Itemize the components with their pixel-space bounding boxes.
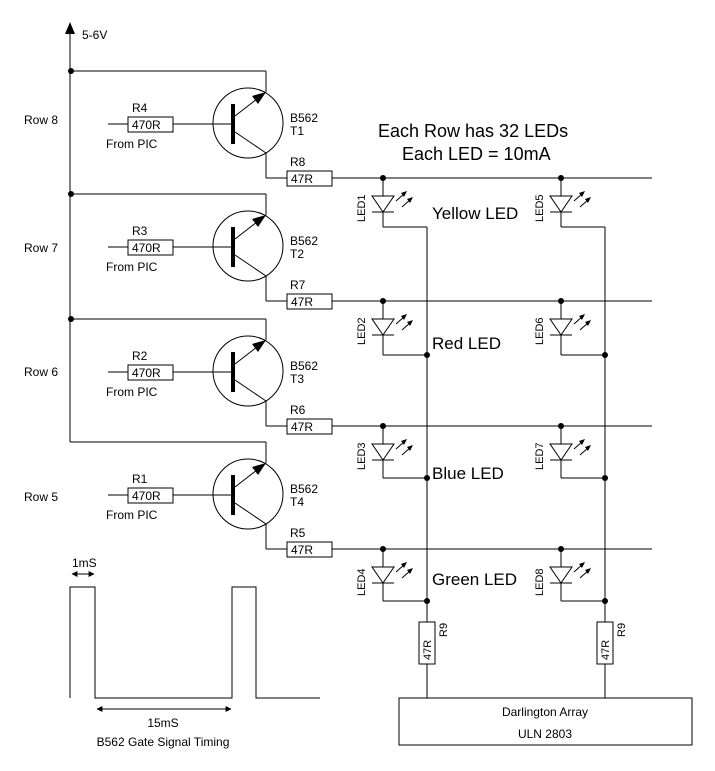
transistor-type: B562: [290, 234, 318, 248]
svg-text:47R: 47R: [422, 640, 434, 660]
collector-resistor-ref: R5: [290, 526, 306, 540]
led-cell-2: LED2: [356, 298, 430, 358]
svg-text:47R: 47R: [291, 295, 313, 309]
pulse-width-label: 1mS: [72, 556, 97, 570]
pnp-transistor-icon: [212, 87, 284, 159]
svg-text:470R: 470R: [132, 489, 161, 503]
led-ref: LED6: [534, 317, 546, 345]
led-icon: [371, 318, 395, 336]
pnp-transistor-icon: [212, 210, 284, 282]
gate-timing-diagram: 1mS 15mS B562 Gate Signal Timing: [69, 556, 320, 749]
led-cell-1: LED1: [356, 175, 427, 228]
led-icon: [549, 443, 573, 461]
column-resistor-right: 47R R9: [596, 621, 628, 698]
collector-resistor-ref: R7: [290, 278, 306, 292]
svg-text:ULN 2803: ULN 2803: [518, 727, 572, 741]
transistor-ref: T3: [290, 372, 304, 386]
svg-text:47R: 47R: [600, 640, 612, 660]
led-ref: LED1: [356, 194, 368, 222]
transistor-stage-row-7: Row 7 470R R3 From PIC B562 T2 47R R7: [24, 191, 652, 310]
transistor-type: B562: [290, 359, 318, 373]
timing-waveform: [69, 586, 320, 699]
info-line-1: Each Row has 32 LEDs: [378, 121, 568, 141]
info-line-2: Each LED = 10mA: [402, 144, 551, 164]
row-label: Row 5: [24, 490, 58, 504]
timing-caption: B562 Gate Signal Timing: [97, 735, 230, 749]
led-icon: [549, 566, 573, 584]
svg-text:R9: R9: [616, 623, 628, 637]
base-resistor-ref: R2: [132, 349, 148, 363]
collector-resistor-ref: R6: [290, 403, 306, 417]
source-label: From PIC: [106, 137, 158, 151]
svg-text:Darlington Array: Darlington Array: [502, 705, 588, 719]
led-ref: LED4: [356, 568, 368, 596]
svg-text:R9: R9: [438, 623, 450, 637]
row-label: Row 7: [24, 241, 58, 255]
led-color-label-yellow: Yellow LED: [432, 204, 518, 223]
led-ref: LED8: [534, 568, 546, 596]
led-icon: [371, 443, 395, 461]
led-cell-3: LED3: [356, 423, 430, 481]
led-color-label-red: Red LED: [432, 334, 501, 353]
transistor-stage-row-5: Row 5 470R R1 From PIC B562 T4 47R R5: [24, 441, 652, 558]
led-icon: [371, 566, 395, 584]
led-icon: [549, 318, 573, 336]
led-icon: [549, 195, 573, 213]
row-label: Row 8: [24, 113, 58, 127]
collector-resistor-ref: R8: [290, 155, 306, 169]
svg-text:47R: 47R: [291, 420, 313, 434]
led-cell-4: LED4: [356, 546, 430, 604]
led-color-label-blue: Blue LED: [432, 464, 504, 483]
led-cell-5: LED5: [534, 175, 605, 228]
led-icon: [371, 195, 395, 213]
led-ref: LED5: [534, 194, 546, 222]
led-color-label-green: Green LED: [432, 570, 517, 589]
led-cell-6: LED6: [534, 298, 608, 358]
svg-text:470R: 470R: [132, 118, 161, 132]
darlington-array: Darlington Array ULN 2803: [398, 697, 693, 746]
svg-text:470R: 470R: [132, 366, 161, 380]
transistor-ref: T2: [290, 247, 304, 261]
led-cell-8: LED8: [534, 546, 608, 604]
transistor-ref: T4: [290, 495, 304, 509]
led-ref: LED7: [534, 442, 546, 470]
source-label: From PIC: [106, 260, 158, 274]
svg-text:470R: 470R: [132, 241, 161, 255]
led-ref: LED2: [356, 317, 368, 345]
svg-text:47R: 47R: [291, 172, 313, 186]
pnp-transistor-icon: [212, 458, 284, 530]
supply-arrow-icon: [65, 22, 75, 34]
column-resistor-left: 47R R9: [418, 621, 450, 698]
supply-label: 5-6V: [82, 28, 107, 42]
source-label: From PIC: [106, 385, 158, 399]
led-cell-7: LED7: [534, 423, 608, 481]
transistor-ref: T1: [290, 124, 304, 138]
transistor-type: B562: [290, 111, 318, 125]
source-label: From PIC: [106, 508, 158, 522]
led-ref: LED3: [356, 442, 368, 470]
pnp-transistor-icon: [212, 335, 284, 407]
transistor-stage-row-6: Row 6 470R R2 From PIC B562 T3 47R R6: [24, 316, 652, 435]
period-label: 15mS: [147, 716, 178, 730]
base-resistor-ref: R4: [132, 101, 148, 115]
base-resistor-ref: R3: [132, 224, 148, 238]
base-resistor-ref: R1: [132, 472, 148, 486]
row-label: Row 6: [24, 365, 58, 379]
supply-rail: 5-6V: [65, 22, 107, 442]
transistor-type: B562: [290, 482, 318, 496]
svg-text:47R: 47R: [291, 543, 313, 557]
